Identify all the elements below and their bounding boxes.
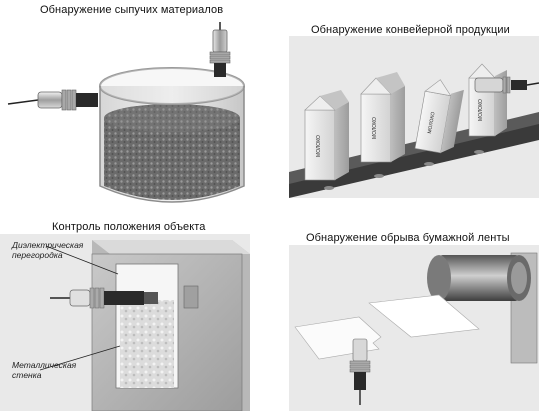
callout-metal-wall: Металлическая стенка (12, 360, 77, 380)
conveyor-sensor-icon (474, 76, 539, 94)
caption-bulk-materials: Обнаружение сыпучих материалов (40, 4, 224, 16)
svg-text:МОЛОКО: МОЛОКО (316, 135, 322, 157)
milk-carton-2: МОЛОКО (360, 72, 405, 163)
milk-carton-4: МОЛОКО (468, 63, 507, 137)
caption-paper-break: Обнаружение обрыва бумажной ленты (306, 232, 510, 244)
panel-position-control: Диэлектрическая перегородка Металлическа… (0, 234, 250, 411)
bulk-materials-illustration (0, 18, 250, 214)
paper-break-illustration (289, 245, 539, 411)
position-control-illustration (0, 234, 250, 411)
panel-conveyor-products: МОЛОКО МОЛОКО МОЛОКО МОЛОКО (289, 36, 539, 198)
svg-text:МОЛОКО: МОЛОКО (427, 111, 437, 134)
panel-bulk-materials (0, 18, 250, 214)
panel-paper-break (289, 245, 539, 411)
svg-text:МОЛОКО: МОЛОКО (372, 117, 378, 139)
milk-carton-3: МОЛОКО (414, 79, 464, 154)
caption-conveyor-products: Обнаружение конвейерной продукции (311, 24, 510, 36)
conveyor-illustration: МОЛОКО МОЛОКО МОЛОКО МОЛОКО (289, 36, 539, 198)
svg-text:МОЛОКО: МОЛОКО (478, 99, 484, 121)
callout-dielectric-partition: Диэлектрическая перегородка (12, 240, 84, 260)
caption-position-control: Контроль положения объекта (52, 221, 206, 233)
milk-carton-1: МОЛОКО (304, 90, 349, 181)
